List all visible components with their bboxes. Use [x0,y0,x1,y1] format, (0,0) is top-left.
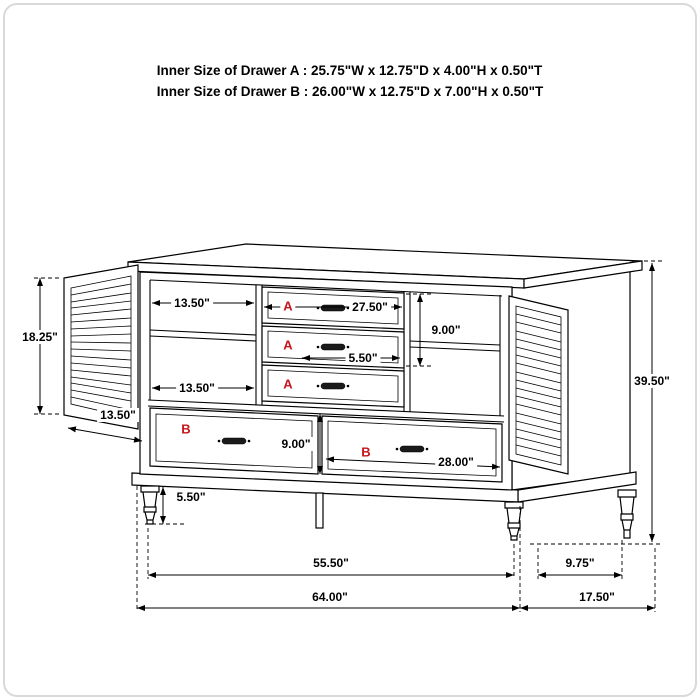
legs [140,485,637,541]
dim-overall-width: 64.00" [309,590,351,604]
right-door-louvers [515,313,562,457]
label-drawer-b-1: B [178,421,194,437]
right-door [508,295,569,475]
label-drawer-b-2: B [358,444,374,460]
dim-drawer-stack-height: 9.00" [428,323,464,337]
dim-drawer-b-width: 28.00" [435,455,477,469]
interior-shelves [149,329,501,352]
dim-leg-side-spacing: 9.75" [562,556,598,570]
dim-leg-height: 5.50" [173,490,209,504]
label-drawer-a-2: A [280,337,296,353]
dim-door-height: 18.25" [19,330,61,344]
label-drawer-a-3: A [280,376,296,392]
center-post [315,492,324,529]
drawer-a3-handle [320,382,346,390]
drawer-b-inner-size: Inner Size of Drawer B : 26.00"W x 12.75… [156,84,544,99]
dim-drawer-b-height: 9.00" [278,437,314,451]
drawer-b2-handle [399,445,425,453]
dim-center-gap: 5.50" [345,351,381,365]
label-drawer-a-1: A [280,298,296,314]
drawer-a2-handle [320,343,346,351]
front-left-leg [140,485,160,525]
dim-shelf-width-upper: 13.50" [171,296,213,310]
drawer-a1-handle [320,304,346,312]
dim-front-width: 55.50" [310,556,352,570]
left-door [63,264,139,430]
extension-lines [34,260,662,612]
left-door-louvers [70,283,132,411]
dim-drawer-a-width: 27.50" [349,300,391,314]
back-right-leg [617,489,637,539]
dim-door-width: 13.50" [97,408,139,422]
dim-shelf-width-lower: 13.50" [176,381,218,395]
cabinet-top [127,243,643,289]
drawer-a-inner-size: Inner Size of Drawer A : 25.75"W x 12.75… [156,63,543,78]
drawer-size-note: Inner Size of Drawer A : 25.75"W x 12.75… [157,60,544,102]
dim-overall-depth: 17.50" [576,590,618,604]
dim-overall-height: 39.50" [631,374,673,388]
drawer-b1-handle [221,437,247,445]
